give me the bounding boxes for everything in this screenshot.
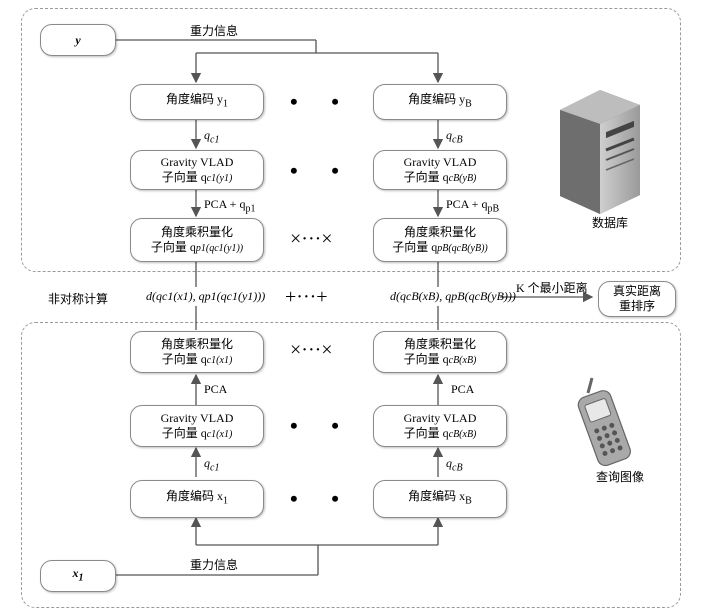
q-right-label-bottom: qcB [446,456,463,474]
rerank-box: 真实距离 重排序 [598,281,676,317]
pca-right-label-top: PCA + qpB [446,197,500,215]
vlad-title-right-top: Gravity VLAD [403,154,477,169]
rerank-line1: 真实距离 [612,284,661,298]
plus-ellipsis: +···+ [285,286,328,308]
angle-code-right-sub: B [465,98,472,110]
x-label-sub: 1 [78,572,84,584]
query-section [21,322,681,608]
pca-left-label-top: PCA + qp1 [204,197,256,215]
pq-title-right-bottom: 角度乘积量化 [403,336,476,351]
angle-code-box-right-top: 角度编码 yB [373,84,507,120]
pq-title-left-bottom: 角度乘积量化 [160,336,233,351]
asymmetric-compute-label: 非对称计算 [48,292,109,306]
q-left-label-bottom: qc1 [204,456,220,474]
database-label: 数据库 [592,216,629,230]
cross-ellipsis-top: ×···× [290,228,333,250]
ellipsis-bottom-2: • • • [290,486,395,511]
rerank-line2: 重排序 [618,299,655,313]
angle-code-left-sub: 1 [223,98,228,110]
ellipsis-top-2: • • • [290,158,395,183]
k-smallest-label: K 个最小距离 [516,281,588,295]
gravity-info-label-bottom: 重力信息 [190,558,239,572]
pq-box-left-bottom: 角度乘积量化 子向量 qc1(x1) [130,331,264,373]
ellipsis-top-1: • • • [290,89,395,114]
gravity-vlad-box-right-bottom: Gravity VLAD 子向量 qcB(xB) [373,405,507,447]
gravity-info-label-top: 重力信息 [190,24,239,38]
pq-box-right-bottom: 角度乘积量化 子向量 qcB(xB) [373,331,507,373]
distance-left: d(qc1(x1), qp1(qc1(y1))) [146,289,266,303]
vlad-title-left-top: Gravity VLAD [160,154,234,169]
q-left-label-top: qc1 [204,128,220,146]
ellipsis-bottom-1: • • • [290,413,395,438]
pq-title-left-top: 角度乘积量化 [160,224,233,239]
x-label: x [72,566,79,581]
query-image-label: 查询图像 [596,470,645,484]
angle-code-box-right-bottom: 角度编码 xB [373,480,507,518]
pca-left-label-bottom: PCA [204,382,228,396]
gravity-vlad-box-left-bottom: Gravity VLAD 子向量 qc1(x1) [130,405,264,447]
vlad-title-right-bottom: Gravity VLAD [403,410,477,425]
distance-right: d(qcB(xB), qpB(qcB(yB))) [390,289,516,303]
y-input-box: y [40,24,116,56]
cross-ellipsis-bottom: ×···× [290,339,333,361]
gravity-vlad-box-right-top: Gravity VLAD 子向量 qcB(yB) [373,150,507,190]
vlad-title-left-bottom: Gravity VLAD [160,410,234,425]
pq-box-right-top: 角度乘积量化 子向量 qpB(qcB(yB)) [373,218,507,262]
angle-code-left-text: 角度编码 y [165,92,223,107]
x-input-box: x1 [40,560,116,592]
q-right-label-top: qcB [446,128,463,146]
pq-box-left-top: 角度乘积量化 子向量 qp1(qc1(y1)) [130,218,264,262]
database-section [21,8,681,272]
pq-title-right-top: 角度乘积量化 [403,224,476,239]
angle-code-box-left-bottom: 角度编码 x1 [130,480,264,518]
y-label: y [75,32,81,47]
pca-right-label-bottom: PCA [451,382,475,396]
gravity-vlad-box-left-top: Gravity VLAD 子向量 qc1(y1) [130,150,264,190]
angle-code-box-left-top: 角度编码 y1 [130,84,264,120]
angle-code-right-text: 角度编码 y [408,92,466,107]
